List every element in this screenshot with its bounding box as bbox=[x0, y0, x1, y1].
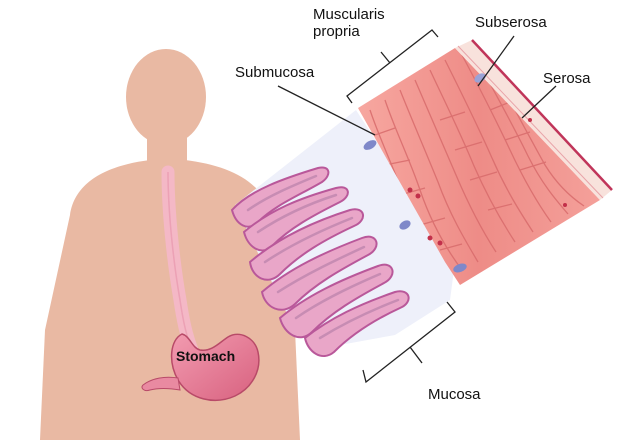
label-serosa: Serosa bbox=[543, 70, 591, 87]
mucosa-folds bbox=[230, 166, 410, 357]
muscularis-bracket-tick bbox=[380, 51, 391, 64]
label-muscularis-propria: Muscularis propria bbox=[313, 6, 385, 40]
subserosa-pointer bbox=[477, 35, 515, 87]
label-stomach: Stomach bbox=[176, 348, 236, 364]
serosa-line bbox=[471, 39, 613, 191]
label-muscularis-line1: Muscularis bbox=[313, 6, 385, 23]
subserosa-layer bbox=[455, 40, 612, 200]
leader-lines bbox=[277, 29, 557, 384]
muscularis-propria-layer bbox=[358, 48, 600, 285]
label-submucosa: Submucosa bbox=[235, 64, 315, 81]
label-mucosa: Mucosa bbox=[428, 386, 481, 403]
serosa-pointer bbox=[521, 85, 557, 119]
mucosa-bracket-tick bbox=[409, 346, 423, 364]
label-muscularis-line2: propria bbox=[313, 23, 360, 40]
stomach-organ bbox=[141, 333, 260, 402]
label-subserosa: Subserosa bbox=[475, 14, 547, 31]
submucosa-pointer bbox=[277, 85, 376, 136]
